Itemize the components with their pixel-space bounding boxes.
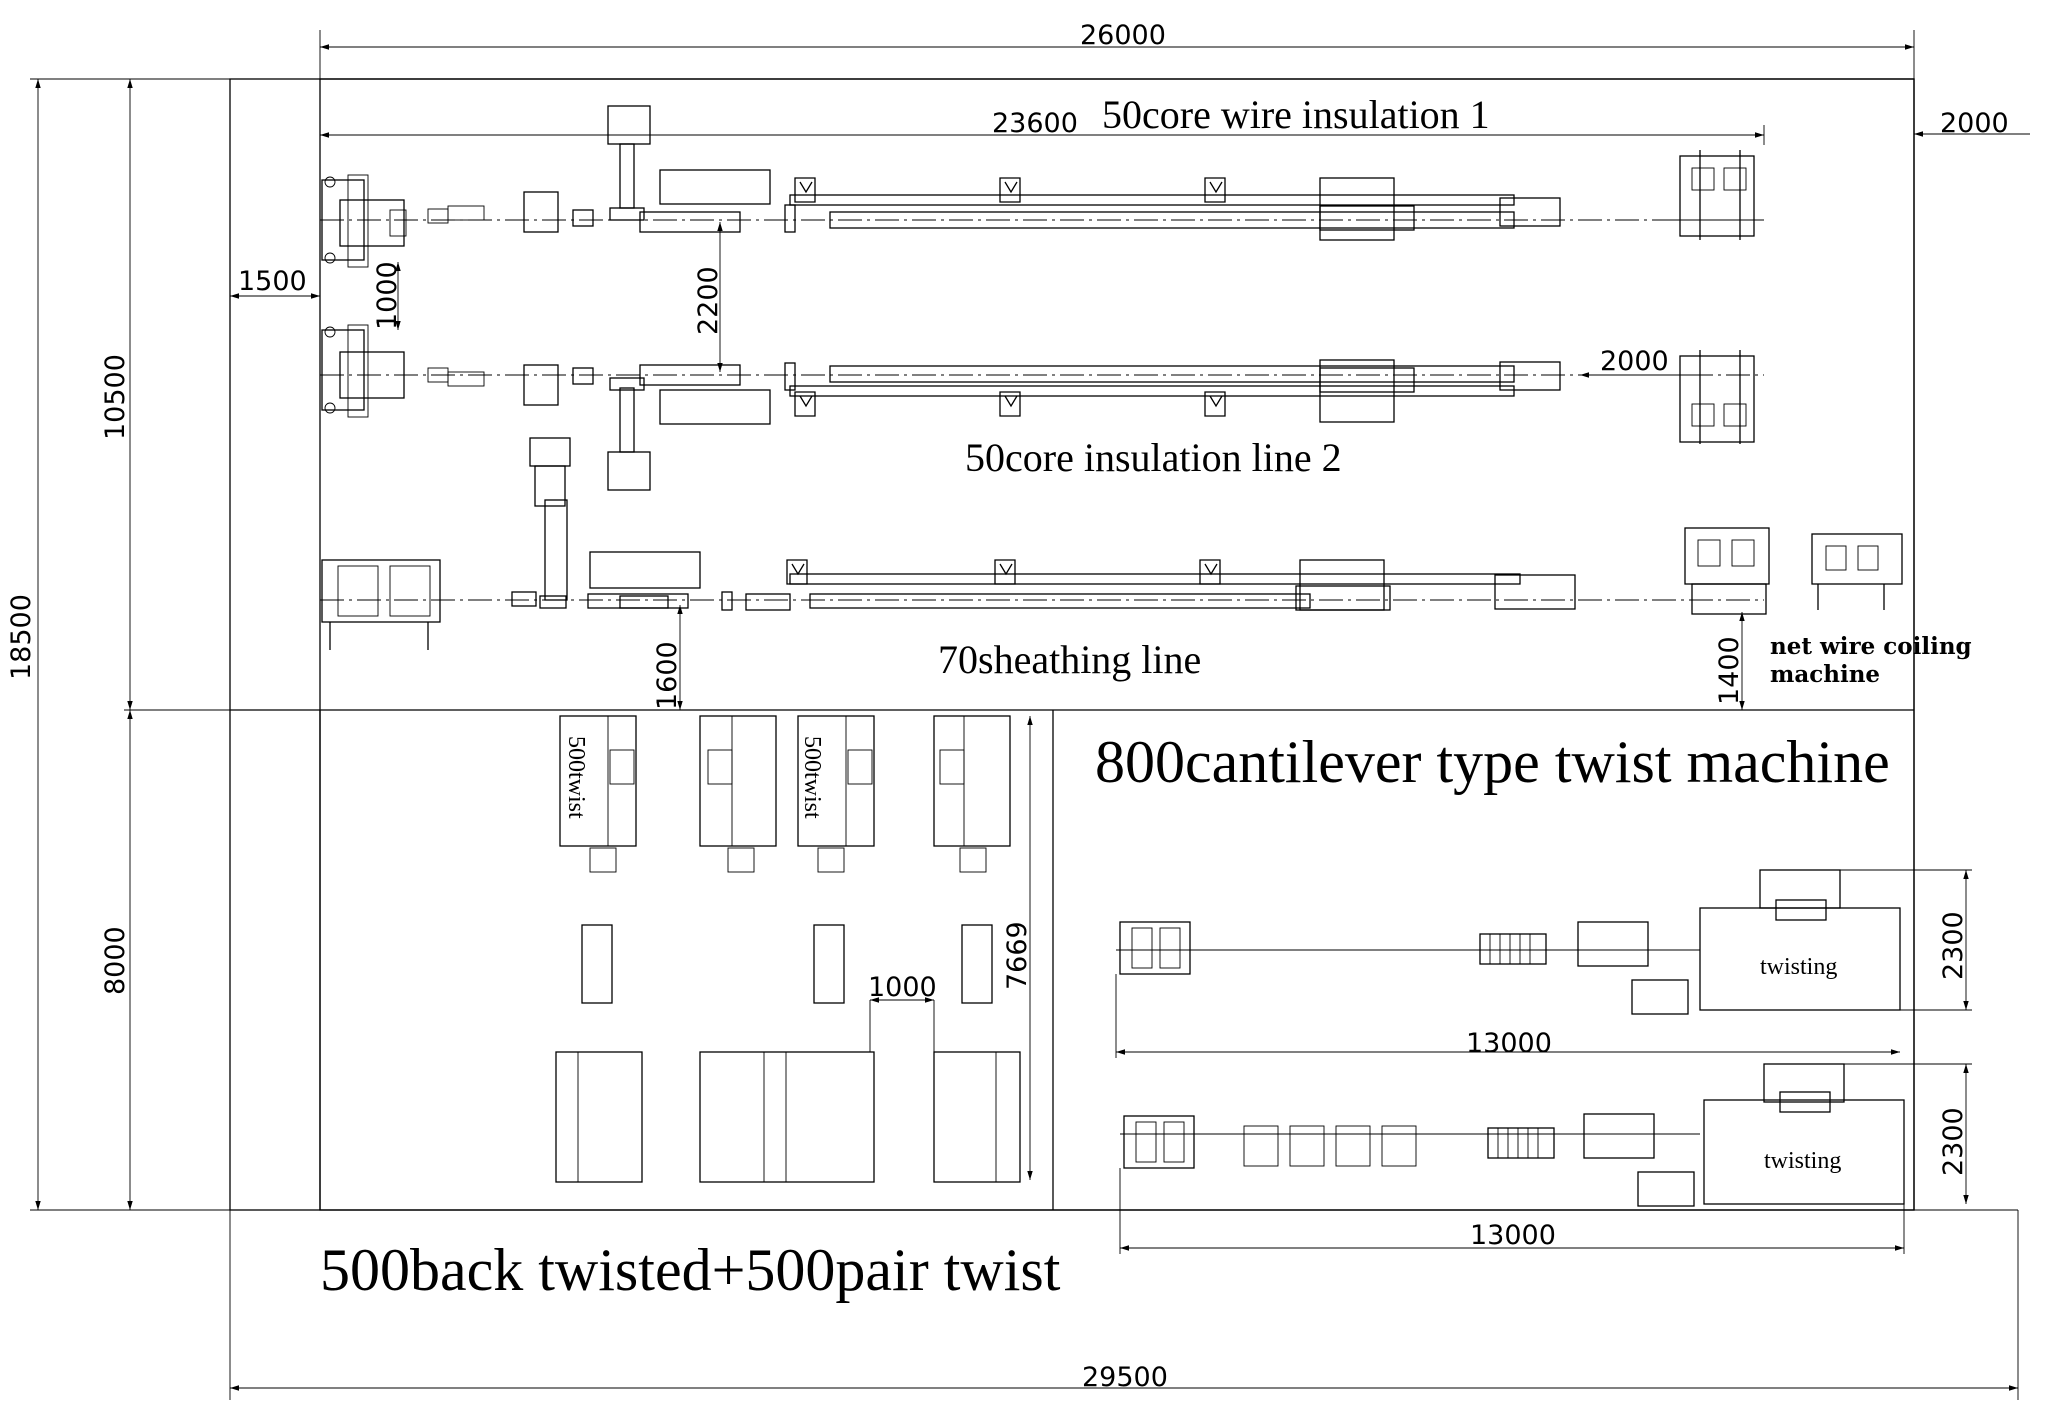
dim-bottom-overall: 29500: [230, 1362, 2018, 1393]
dim-cantilever-length-2-label: 13000: [1470, 1220, 1556, 1251]
dim-coiler-bottom: 1400: [1714, 612, 1745, 710]
insulation-line-1: [320, 105, 1764, 268]
dim-left-margin: 1500: [230, 266, 320, 299]
twist-machine-1: 500twist: [559, 715, 637, 873]
dim-upper-height: 10500: [100, 79, 230, 711]
dim-line-spacing-label: 2200: [693, 266, 724, 335]
title-insulation-line-2: 50core insulation line 2: [965, 435, 1342, 480]
dim-twister-gap-label: 1000: [868, 972, 937, 1003]
dim-line-length: 23600: [320, 108, 1765, 145]
dim-lower-height-label: 8000: [100, 926, 131, 995]
dim-tail-clearance: 2000: [1580, 346, 1690, 378]
dim-sheath-bottom: 1600: [652, 605, 683, 710]
twist-machine-4: [933, 715, 1011, 873]
dim-top-overall: 26000: [319, 20, 1915, 79]
dim-right-margin: 2000: [1914, 108, 2030, 139]
dim-cantilever-width-2-label: 2300: [1938, 1107, 1969, 1176]
dim-line-gap-label: 1000: [372, 261, 403, 330]
building-outline: [30, 78, 2019, 1400]
title-insulation-line-1: 50core wire insulation 1: [1102, 92, 1490, 137]
dim-line-gap: 1000: [372, 261, 403, 330]
sheathing-line-equipment: [320, 437, 1903, 650]
dim-total-height: 18500: [6, 78, 230, 1210]
twist-machine-2: [699, 715, 777, 873]
title-cantilever-area: 800cantilever type twist machine: [1095, 729, 1890, 795]
twisting-label-1: twisting: [1760, 954, 1837, 980]
dim-twister-row-height-label: 7669: [1002, 921, 1033, 990]
dim-top-overall-label: 26000: [1080, 20, 1166, 51]
title-net-wire-coiling-1: net wire coiling: [1770, 633, 1972, 660]
dim-left-margin-label: 1500: [238, 266, 307, 297]
dim-cantilever-length-1-label: 13000: [1466, 1028, 1552, 1059]
dim-sheath-bottom-label: 1600: [652, 641, 683, 710]
dim-tail-clearance-label: 2000: [1600, 346, 1669, 377]
title-back-twist-area: 500back twisted+500pair twist: [320, 1237, 1061, 1303]
twist-machine-3: 500twist: [797, 715, 875, 873]
cantilever-line-1: twisting 2300 13000: [1115, 869, 1972, 1059]
dim-cantilever-width-1-label: 2300: [1938, 911, 1969, 980]
dim-bottom-overall-label: 29500: [1082, 1362, 1168, 1393]
twist-machines-area: 7669 500twist 500twist: [555, 715, 1033, 1183]
dim-line-spacing: 2200: [693, 222, 724, 372]
dim-line-length-label: 23600: [992, 108, 1078, 139]
title-sheathing-line: 70sheathing line: [938, 637, 1201, 682]
twist-machine-3-label: 500twist: [799, 736, 825, 819]
dim-upper-height-label: 10500: [100, 354, 131, 440]
cantilever-line-2: twisting 2300 13000: [1119, 1063, 1972, 1254]
dim-total-height-label: 18500: [6, 594, 37, 680]
twist-machine-1-label: 500twist: [563, 736, 589, 819]
dim-lower-height: 8000: [100, 710, 133, 1210]
twisting-label-2: twisting: [1764, 1148, 1841, 1174]
insulation-line-2: [320, 324, 1764, 491]
title-net-wire-coiling-2: machine: [1770, 661, 1880, 688]
dim-right-margin-label: 2000: [1940, 108, 2009, 139]
dim-coiler-bottom-label: 1400: [1714, 636, 1745, 705]
